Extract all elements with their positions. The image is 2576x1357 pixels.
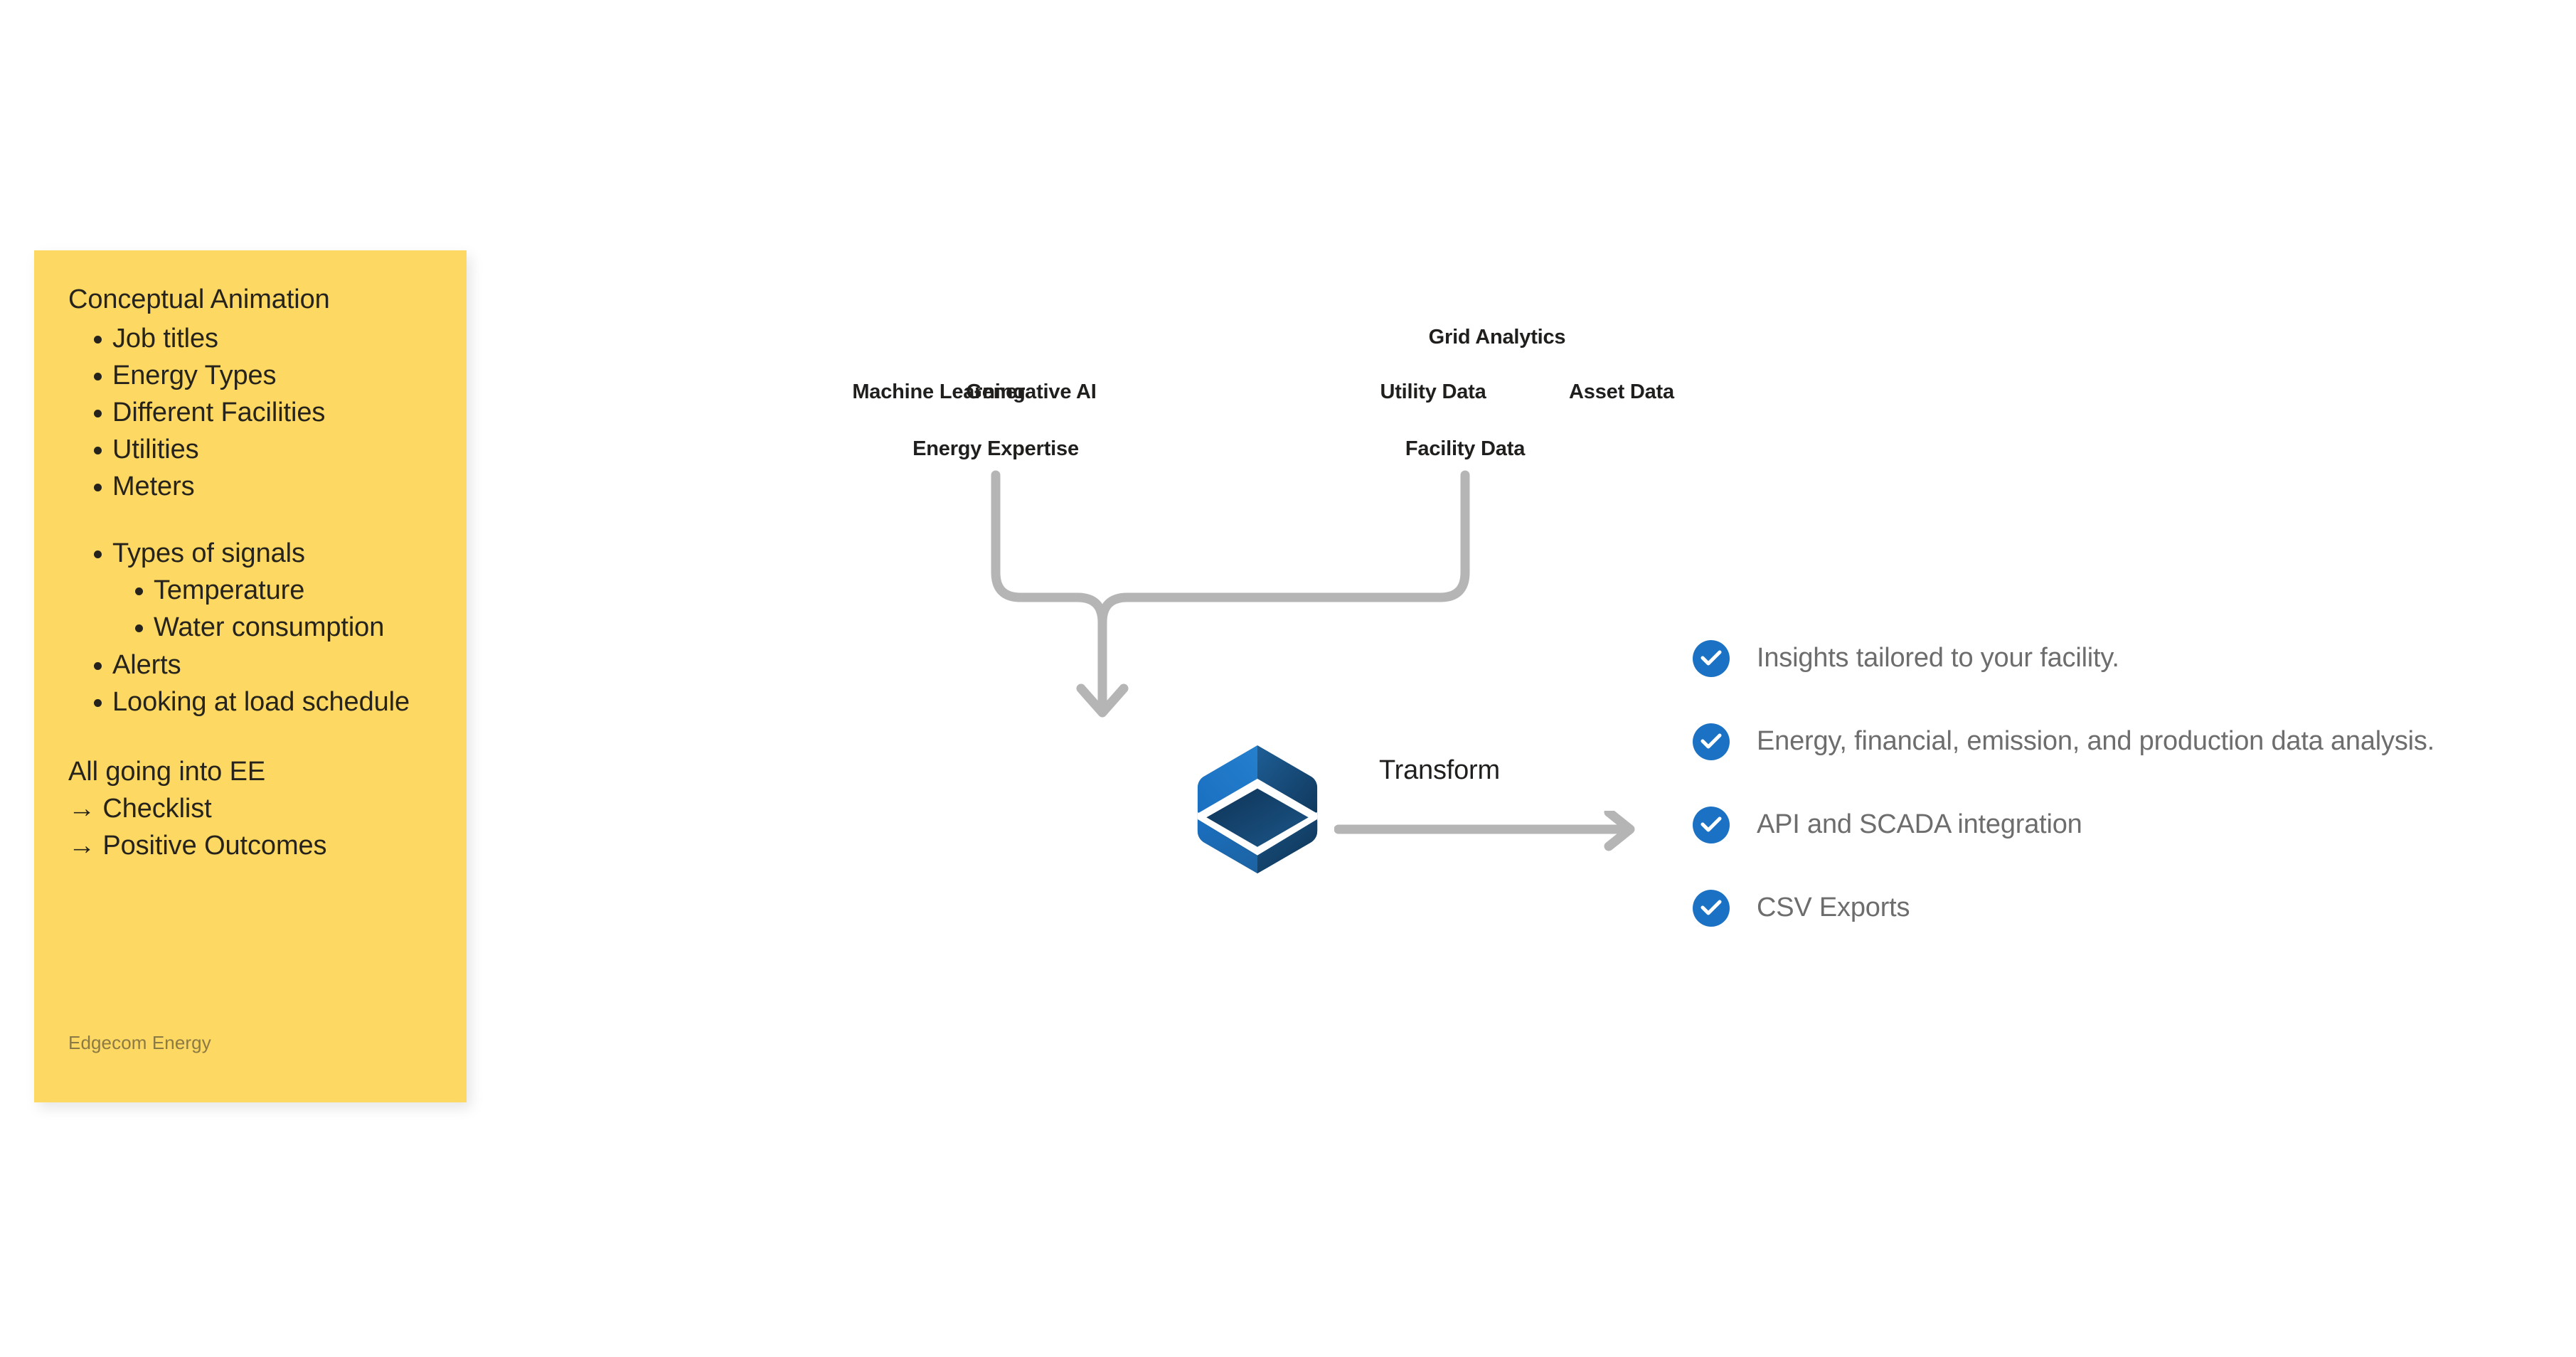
benefits-checklist: Insights tailored to your facility. Ener… [1693, 639, 2567, 972]
checklist-item-label: Insights tailored to your facility. [1757, 643, 2119, 673]
list-item: Insights tailored to your facility. [1693, 639, 2567, 722]
edgecom-cube-logo [1188, 740, 1327, 879]
sticky-note-footer-brand: Edgecom Energy [68, 1032, 211, 1053]
merge-down-arrow-icon [991, 470, 1470, 718]
check-circle-icon [1693, 723, 1730, 760]
diagram-label-machine-learning: Machine Learning [852, 381, 1026, 403]
check-circle-icon [1693, 890, 1730, 927]
checklist-item-label: API and SCADA integration [1757, 809, 2082, 839]
diagram-label-generative-ai: Generative AI [966, 381, 1097, 403]
closing-line: → Positive Outcomes [68, 830, 327, 861]
transform-label: Transform [1379, 755, 1500, 785]
list-item: Job titles [68, 320, 438, 357]
list-item: Alerts [68, 646, 438, 683]
checklist-item-label: CSV Exports [1757, 893, 1910, 922]
diagram-label-utility-data: Utility Data [1380, 381, 1486, 403]
list-item: Utilities [68, 431, 438, 468]
list-item: Different Facilities [68, 394, 438, 431]
diagram-label-facility-data: Facility Data [1405, 437, 1526, 460]
list-item: Types of signals [68, 535, 438, 572]
right-arrow-icon [1334, 807, 1640, 865]
sticky-note-spacer [68, 505, 438, 535]
diagram-label-asset-data: Asset Data [1569, 381, 1674, 403]
sticky-note-bullet-group-1: Job titles Energy Types Different Facili… [68, 320, 438, 505]
diagram-label-energy-expertise: Energy Expertise [912, 437, 1079, 460]
sticky-note-closing-block: All going into EE → Checklist → Positive… [68, 753, 438, 864]
sticky-note-title: Conceptual Animation [68, 284, 330, 314]
list-item: Energy, financial, emission, and product… [1693, 722, 2567, 805]
conceptual-animation-sticky-note: Conceptual Animation Job titles Energy T… [34, 250, 467, 1102]
list-item: Water consumption [68, 609, 438, 646]
check-circle-icon [1693, 640, 1730, 677]
list-item: Temperature [68, 572, 438, 609]
closing-line: → Checklist [68, 793, 212, 824]
list-item: API and SCADA integration [1693, 805, 2567, 888]
inputs-to-platform-diagram: Machine Learning Generative AI Grid Anal… [754, 313, 1678, 910]
sticky-note-bullet-group-2: Types of signals Temperature Water consu… [68, 535, 438, 720]
list-item: CSV Exports [1693, 888, 2567, 972]
list-item: Energy Types [68, 357, 438, 394]
closing-line: All going into EE [68, 756, 266, 787]
list-item: Looking at load schedule [68, 683, 438, 720]
diagram-label-grid-analytics: Grid Analytics [1428, 326, 1566, 348]
list-item: Meters [68, 468, 438, 505]
check-circle-icon [1693, 807, 1730, 844]
checklist-item-label: Energy, financial, emission, and product… [1757, 726, 2435, 756]
